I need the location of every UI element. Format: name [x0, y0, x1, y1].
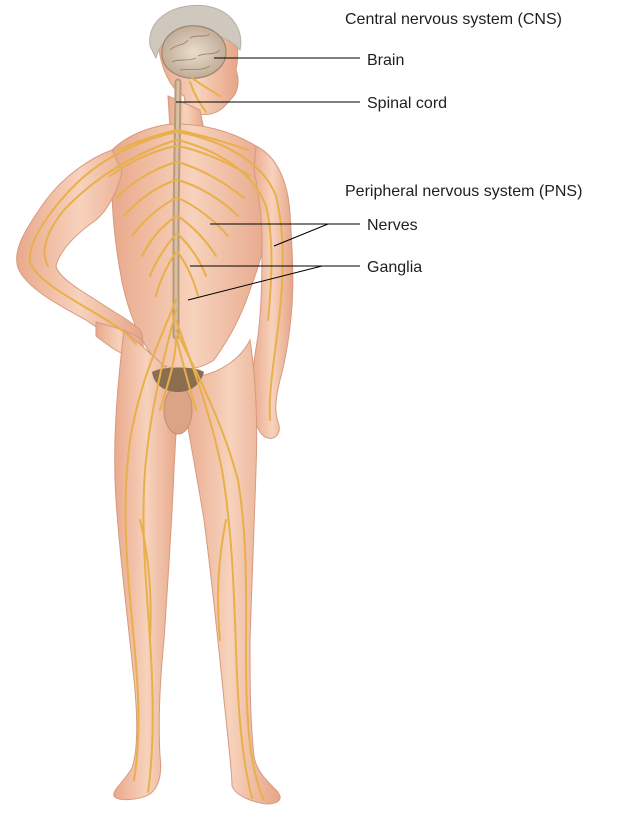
- cns-heading: Central nervous system (CNS): [345, 11, 562, 29]
- brain-label: Brain: [367, 52, 404, 70]
- spinal-cord-label: Spinal cord: [367, 95, 447, 113]
- ganglia-label: Ganglia: [367, 259, 422, 277]
- body-silhouette: [17, 13, 293, 804]
- groin: [164, 386, 192, 434]
- pns-heading: Peripheral nervous system (PNS): [345, 183, 582, 201]
- nerves-label: Nerves: [367, 217, 418, 235]
